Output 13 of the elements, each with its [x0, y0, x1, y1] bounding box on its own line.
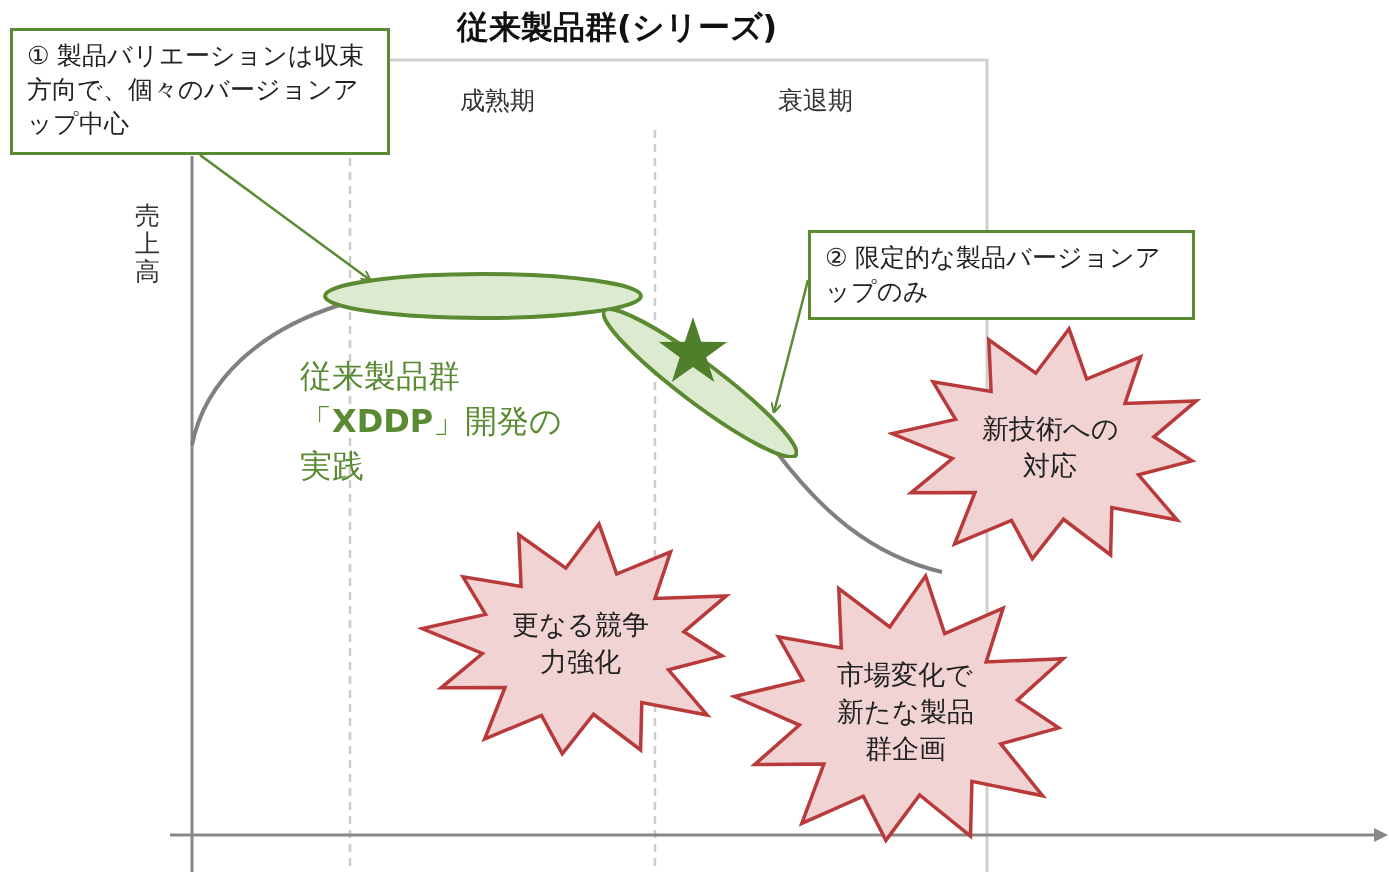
axis-label: 売上高 — [134, 202, 160, 286]
annotation-text: 従来製品群「XDDP」開発の実践 — [300, 356, 564, 487]
leader-arrow — [199, 154, 372, 282]
burst-text: 市場変化で新たな製品群企画 — [835, 658, 975, 766]
ellipse-shape — [323, 272, 643, 320]
leader-arrow — [770, 279, 810, 414]
burst-text: 更なる競争力強化 — [510, 608, 650, 679]
callout-box: ② 限定的な製品バージョンアップのみ — [808, 230, 1195, 320]
chart-title: 従来製品群(シリーズ) — [455, 7, 779, 48]
burst-text: 新技術への対応 — [980, 412, 1120, 483]
callout-box: ① 製品バリエーションは収束方向で、個々のバージョンアップ中心 — [10, 28, 390, 155]
phase-label: 成熟期 — [460, 85, 535, 117]
phase-label: 衰退期 — [778, 85, 853, 117]
